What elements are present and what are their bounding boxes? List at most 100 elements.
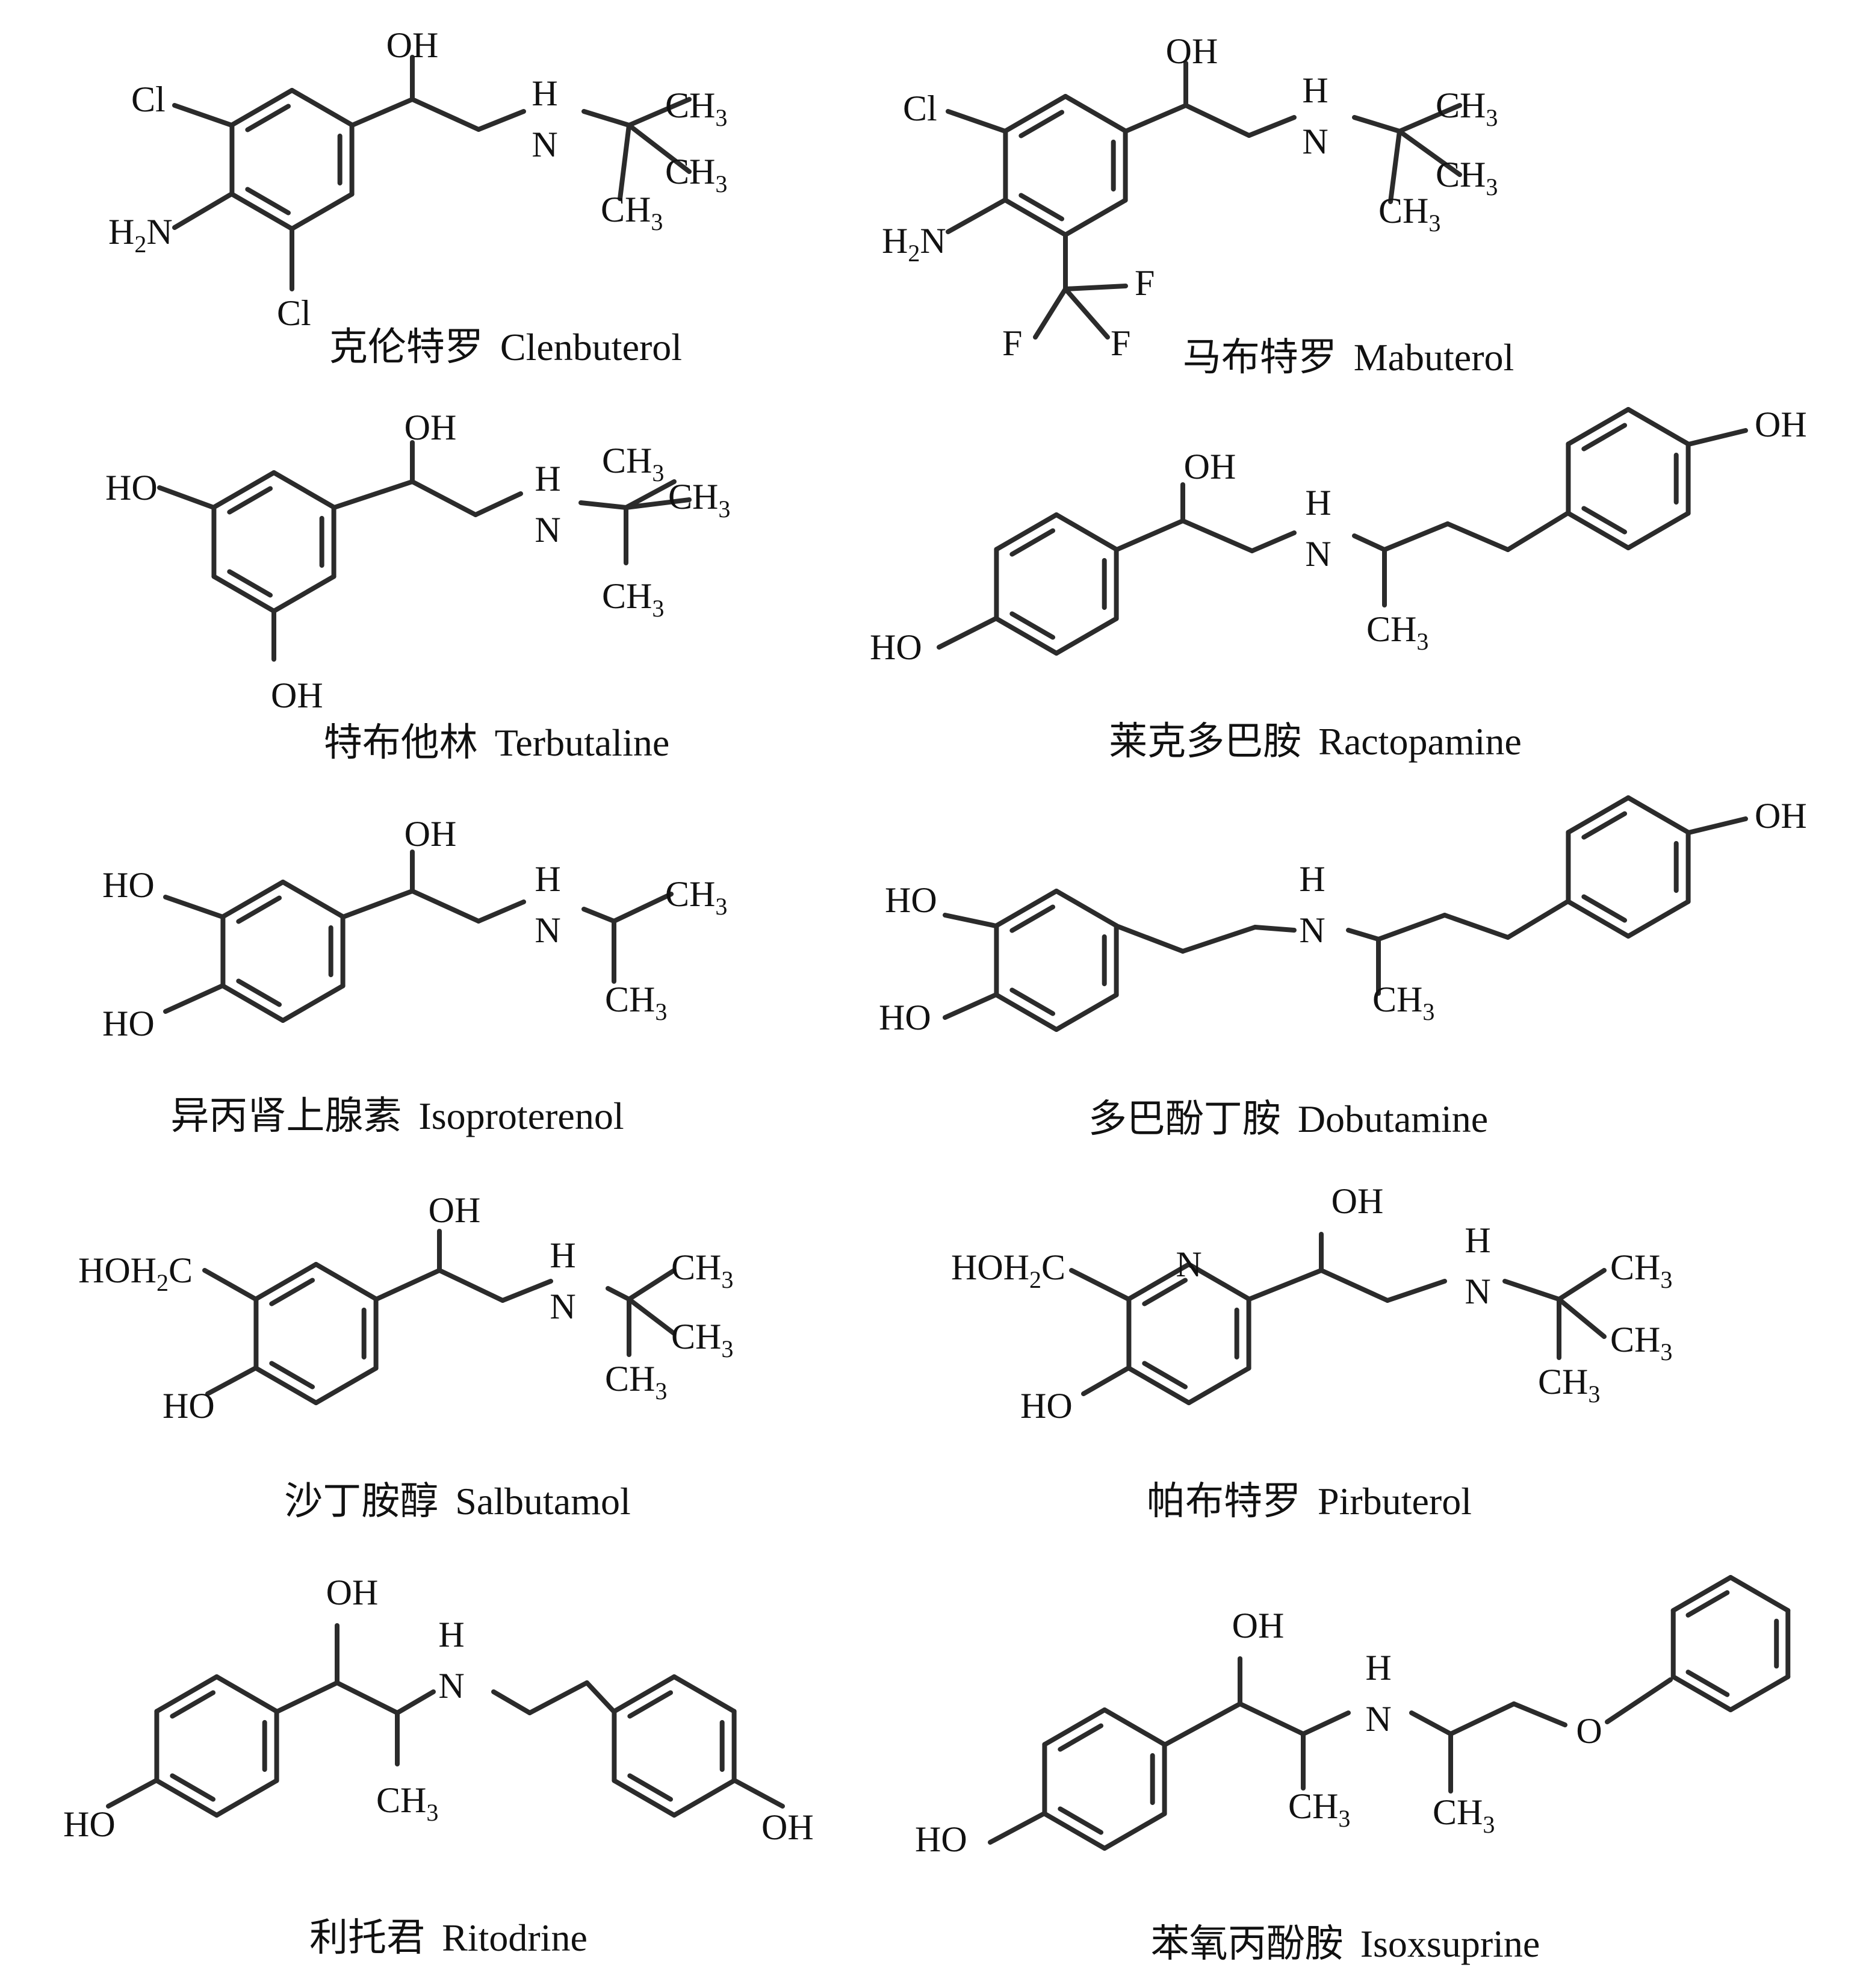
ring-double-bond <box>227 486 273 515</box>
caption-chinese: 利托君 <box>309 1916 425 1959</box>
bond <box>410 889 481 924</box>
atom-label: CH3 <box>1433 1792 1495 1838</box>
bond <box>350 97 415 128</box>
atom-label: OH <box>1166 31 1218 71</box>
atom-label: H <box>532 73 557 113</box>
caption-english: Ritodrine <box>442 1916 587 1959</box>
ring-bond <box>214 1778 279 1818</box>
bond <box>1505 511 1570 552</box>
atom-label: OH <box>1755 405 1807 444</box>
atom-label: OH <box>1184 447 1236 486</box>
atom-label: H <box>535 459 560 499</box>
bond <box>1081 1365 1131 1396</box>
bond <box>627 123 692 174</box>
ring-bond <box>271 470 336 510</box>
ring-bond <box>1003 197 1068 237</box>
ring-double-bond <box>236 895 282 924</box>
bond <box>612 892 674 924</box>
bond <box>1409 1710 1453 1736</box>
bond <box>1397 129 1462 177</box>
atom-label: H <box>535 859 560 899</box>
bond <box>374 1268 442 1302</box>
atom-label: HOH2C <box>78 1250 193 1296</box>
atom-label: H <box>1465 1220 1490 1260</box>
bond <box>274 1680 339 1714</box>
bond <box>618 123 631 201</box>
atom-label: HO <box>102 865 155 905</box>
atom-label: F <box>1002 323 1022 363</box>
bond <box>335 1680 400 1715</box>
bond <box>163 983 225 1014</box>
atom-label: CH3 <box>665 85 727 131</box>
bond <box>1114 518 1185 552</box>
bond <box>1253 925 1297 933</box>
bond <box>1557 1297 1607 1339</box>
bond <box>606 1286 631 1302</box>
bond <box>1162 1701 1242 1747</box>
caption-english: Terbutaline <box>495 721 670 764</box>
ring-double-bond <box>1018 110 1065 138</box>
bond <box>491 1689 532 1715</box>
atom-label: CH3 <box>665 152 727 197</box>
atom-label: CH3 <box>1610 1320 1672 1365</box>
atom-label: HO <box>105 468 158 508</box>
bond <box>172 103 234 128</box>
atom-label: CH3 <box>601 190 663 235</box>
caption-english: Clenbuterol <box>500 326 682 368</box>
ring-bond <box>1063 197 1128 237</box>
ring-bond <box>1626 511 1691 550</box>
bond <box>1397 103 1462 134</box>
caption-chinese: 多巴酚丁胺 <box>1088 1098 1281 1140</box>
bond <box>1382 521 1450 552</box>
atom-label: CH3 <box>602 441 664 486</box>
bond <box>578 500 628 510</box>
bond <box>410 479 478 517</box>
atom-label: Cl <box>903 89 937 128</box>
atom-label: CH3 <box>1372 980 1434 1025</box>
bond <box>732 1778 785 1809</box>
bond <box>172 191 234 230</box>
ring-bond <box>1566 795 1631 835</box>
ring-bond <box>1186 1262 1251 1302</box>
atom-label: N <box>535 910 560 950</box>
atom-label: H <box>438 1615 464 1654</box>
ring-double-bond <box>227 569 273 598</box>
atom-label: HO <box>915 1819 967 1859</box>
atom-label: F <box>1135 263 1155 303</box>
bond <box>1247 1268 1324 1302</box>
bond <box>946 109 1008 134</box>
atom-label: HO <box>885 880 937 920</box>
ring-bond <box>1126 1365 1191 1405</box>
caption-english: Dobutamine <box>1298 1098 1488 1140</box>
bond <box>476 899 526 924</box>
atom-label: HO <box>870 627 922 667</box>
ring-double-bond <box>170 1690 216 1719</box>
bond <box>157 485 216 510</box>
atom-label: H <box>1365 1648 1391 1688</box>
bond <box>1063 287 1110 340</box>
ring-double-bond <box>1058 1806 1104 1835</box>
atom-label: OH <box>326 1573 379 1612</box>
ring-bond <box>154 1778 219 1818</box>
ring-bond <box>672 1778 737 1818</box>
ring-bond <box>994 616 1059 656</box>
atom-label: CH3 <box>665 874 727 920</box>
atom-label: CH3 <box>1378 191 1440 237</box>
atom-label: CH3 <box>376 1780 438 1826</box>
bond <box>1502 1279 1561 1302</box>
ring-double-bond <box>1142 1361 1188 1390</box>
ring-bond <box>1042 1707 1107 1747</box>
bond <box>1605 1677 1673 1724</box>
atom-label: H2N <box>108 212 173 258</box>
bond <box>332 479 415 510</box>
atom-label: Cl <box>277 293 311 333</box>
bond <box>1247 115 1297 138</box>
